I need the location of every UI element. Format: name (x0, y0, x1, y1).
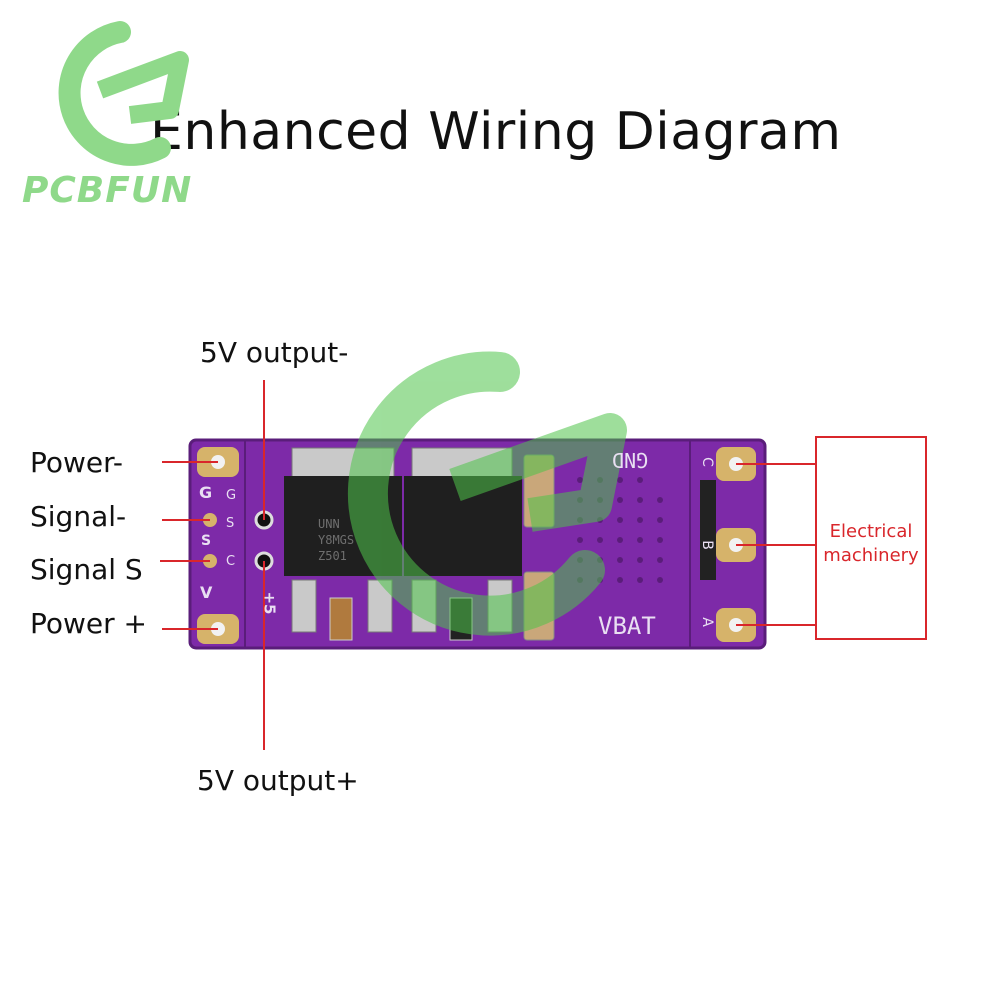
page-title: Enhanced Wiring Diagram (150, 102, 842, 162)
electrical-machinery-label: Electrical machinery (823, 521, 919, 566)
pin-v-label: V (200, 583, 213, 602)
label-output-minus: 5V output- (200, 336, 349, 369)
vbat-label: VBAT (598, 612, 656, 640)
gnd-label: GND (612, 448, 649, 472)
plus5-label: +5 (260, 591, 279, 615)
brand-name: PCBFUN (22, 170, 193, 211)
label-output-plus: 5V output+ (197, 764, 359, 797)
connection-lines (160, 380, 815, 750)
electrical-machinery-box (815, 436, 927, 640)
pin-c-label: C (698, 457, 715, 467)
side-component (700, 480, 716, 580)
brand-logo-icon (58, 21, 189, 166)
label-power-minus: Power- (30, 446, 123, 479)
label-signal-s: Signal S (30, 553, 143, 586)
pin-a-label: A (698, 617, 715, 627)
pin-s-label: S (201, 533, 212, 549)
label-power-plus: Power + (30, 607, 148, 640)
pin-c2-label: C (226, 554, 236, 569)
pin-s2-label: S (226, 516, 235, 531)
label-signal-minus: Signal- (30, 500, 127, 533)
pin-b-label: B (698, 540, 715, 550)
smd-resistor-1 (329, 597, 353, 641)
watermark-logo-icon (347, 351, 627, 636)
pin-g2-label: G (226, 488, 237, 503)
pin-g-label: G (199, 483, 213, 502)
